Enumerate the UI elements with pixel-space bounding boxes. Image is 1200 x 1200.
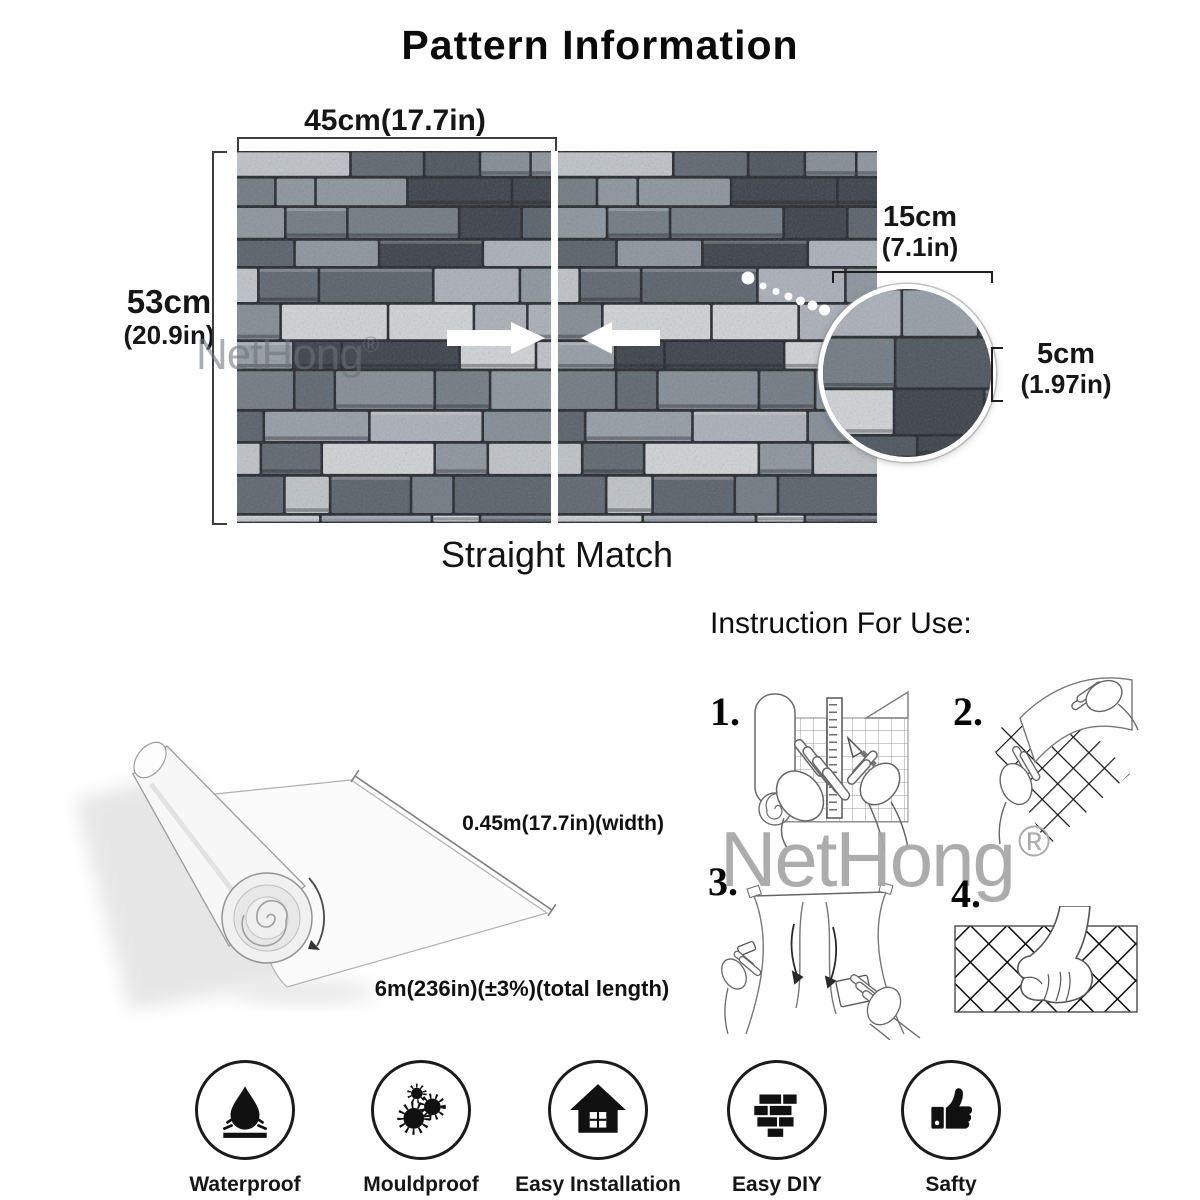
corner-tab-left: [746, 884, 762, 899]
width-dimension-bracket: [237, 137, 557, 151]
page-title: Pattern Information: [401, 22, 799, 68]
brick-pattern-left: [237, 151, 551, 523]
thumbs-up-icon: [931, 1088, 973, 1129]
wallpaper-lattice: [985, 702, 1130, 846]
match-type-label: Straight Match: [440, 534, 674, 575]
water-drop-icon: [222, 1086, 268, 1138]
registered-trademark-icon: ®: [1017, 817, 1050, 866]
wallpaper-panel-left: [237, 151, 551, 523]
tube-end-cap: [133, 741, 167, 779]
brick-height-label: 5cm (1.97in): [1000, 338, 1132, 400]
cutting-hand: [846, 735, 909, 850]
pinching-hand: [1071, 679, 1139, 731]
feature-mouldproof: Mouldproof: [336, 1060, 506, 1197]
feature-circle: [727, 1060, 827, 1160]
brick-height-cm: 5cm: [1036, 338, 1096, 370]
feature-circle: [548, 1060, 648, 1160]
width-dimension-line: [350, 769, 557, 917]
spiral-curve: [241, 899, 288, 947]
registered-trademark-icon: ®: [362, 332, 379, 357]
step-2-illustration-peel-backing: [985, 677, 1139, 846]
feature-easy-diy: Easy DIY: [692, 1060, 862, 1197]
feature-waterproof: Waterproof: [160, 1060, 330, 1197]
roll-length-label: 6m(236in)(±3%)(total length): [374, 976, 670, 1001]
step-3-number: 3.: [708, 859, 738, 904]
pressing-hand: [775, 738, 851, 850]
brick-wall-icon: [754, 1094, 797, 1137]
smoothing-arrows: [790, 923, 838, 989]
panel-height-cm: 53cm: [126, 283, 212, 320]
corner-tab-right: [878, 882, 894, 895]
feature-circle: [371, 1060, 471, 1160]
holding-hand: [998, 745, 1041, 845]
feature-label: Easy DIY: [732, 1173, 822, 1196]
brick-width-cm: 15cm: [882, 201, 958, 233]
feature-circle: [195, 1060, 295, 1160]
watermark-small-brand: NetHong: [196, 330, 364, 379]
brick-pattern-detail: [823, 289, 991, 457]
panel-height-in: (20.9in): [123, 319, 215, 350]
instructions-heading: Instruction For Use:: [710, 607, 972, 640]
house-icon: [570, 1084, 626, 1133]
brick-height-in: (1.97in): [1020, 369, 1112, 400]
step-4-number: 4.: [951, 871, 981, 916]
unroll-arrowhead-icon: [308, 940, 320, 950]
folded-corner: [863, 690, 909, 719]
mould-spores-icon: [397, 1083, 446, 1135]
brick-height-bracket: [991, 347, 1003, 402]
sheet-top-edge: [753, 891, 887, 897]
feature-label: Safty: [925, 1173, 977, 1196]
step-1-illustration-measure-cut: [754, 690, 909, 850]
roll-width-label: 0.45m(17.7in)(width): [462, 812, 664, 835]
step-2-number: 2.: [953, 689, 983, 734]
wallpaper-roll-illustration: [75, 741, 557, 1010]
step-3-illustration-hang-smooth: [721, 882, 921, 1040]
watermark-small: NetHong®: [196, 330, 379, 380]
feature-circle: [901, 1060, 1001, 1160]
step-4-illustration-press: [954, 906, 1138, 1013]
brick-width-in: (7.1in): [881, 232, 959, 263]
brick-width-label: 15cm (7.1in): [845, 201, 995, 263]
feature-label: Easy Installation: [515, 1173, 681, 1196]
panel-width-label: 45cm(17.7in): [304, 104, 486, 137]
panel-height-label: 53cm (20.9in): [108, 283, 230, 350]
holding-hand: [721, 940, 762, 1035]
sheet-shadow: [233, 980, 377, 1004]
feature-safty: Safty: [866, 1060, 1036, 1197]
feature-easy-installation: Easy Installation: [503, 1060, 693, 1197]
feature-label: Mouldproof: [363, 1173, 479, 1196]
watermark-large: NetHong®: [720, 814, 1050, 905]
feature-label: Waterproof: [189, 1173, 301, 1196]
squeegee-hand: [835, 974, 921, 1040]
finger-lines: [1023, 971, 1071, 1002]
watermark-large-brand: NetHong: [720, 815, 1016, 903]
height-dimension-bracket: [212, 151, 227, 525]
brick-width-bracket: [832, 271, 993, 283]
brick-detail-magnifier: [818, 284, 996, 462]
draped-sheet: [745, 891, 905, 1035]
step-1-number: 1.: [710, 689, 740, 734]
unroll-direction-arrow: [308, 877, 325, 947]
